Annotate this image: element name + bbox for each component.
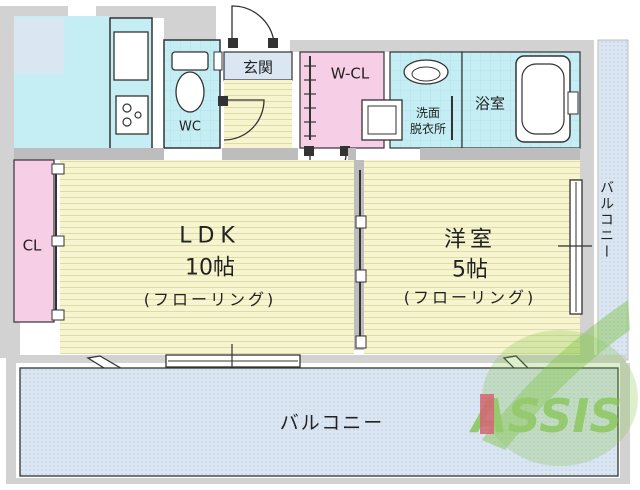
bathroom (461, 51, 581, 149)
closet-label: CL (22, 236, 42, 255)
western-room-floor: (フローリング) (403, 287, 537, 307)
balcony-main-label: バルコニー (279, 412, 385, 435)
ldk-name: LDK (179, 223, 241, 249)
western-room-floor (364, 160, 580, 354)
washroom-label-1: 洗面 (415, 106, 441, 121)
ldk-size: 10帖 (185, 255, 235, 281)
ldk-floor (60, 160, 354, 354)
washroom (361, 51, 463, 149)
closet (13, 159, 65, 323)
western-room-name: 洋室 (443, 227, 497, 253)
kitchen-area (14, 16, 153, 151)
western-room-window (558, 179, 592, 315)
balcony-main (19, 367, 619, 477)
walk-in-closet-label: W-CL (330, 64, 370, 83)
watermark-logo: ASSIS (469, 300, 638, 466)
western-room-size: 5帖 (452, 257, 488, 283)
washroom-label-2: 脱衣所 (409, 122, 447, 137)
bathroom-label: 浴室 (474, 94, 506, 113)
balcony-side-label: バルコニー (598, 180, 615, 260)
toilet-label: WC (179, 119, 201, 135)
room-divider-door (355, 170, 367, 349)
building-walls (0, 6, 630, 484)
toilet-room (163, 39, 223, 149)
watermark-text: ASSIS (469, 389, 622, 443)
ldk-floor: (フローリング) (143, 289, 277, 309)
entrance-area (218, 5, 293, 148)
entrance-label: 玄関 (242, 58, 274, 77)
